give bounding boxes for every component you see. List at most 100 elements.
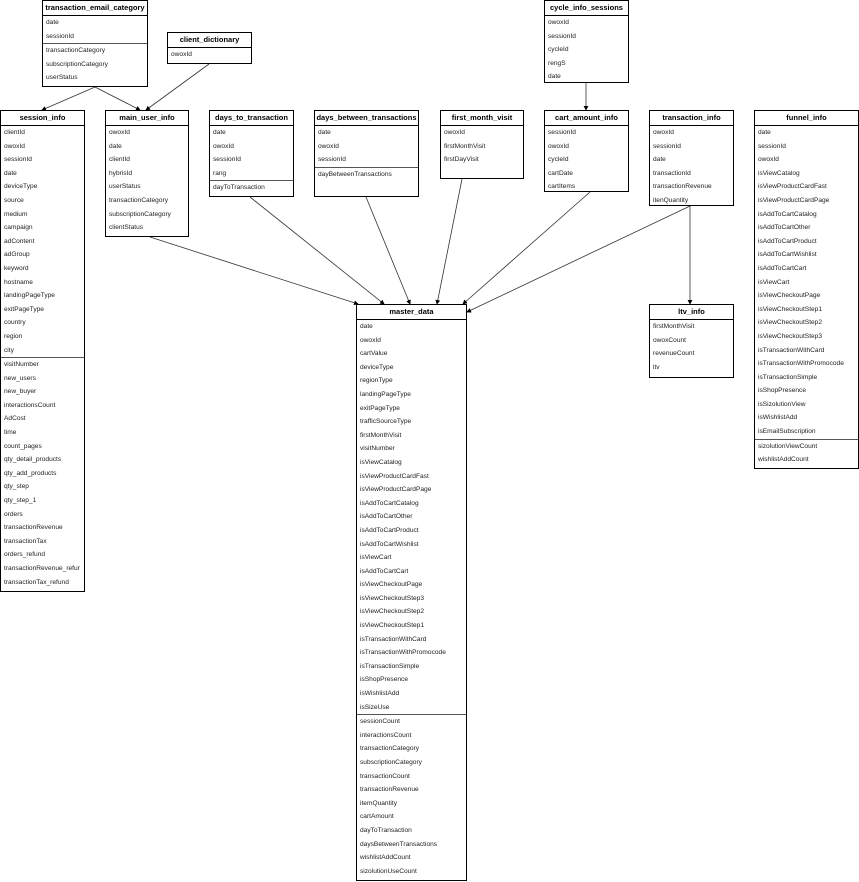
table-field: isViewCheckoutStep2 <box>758 319 823 327</box>
table-field: isViewProductCardFast <box>360 472 429 480</box>
table-field: transactionTax_refund <box>4 578 69 586</box>
table-field: hostname <box>4 278 33 286</box>
table-field: owoxId <box>548 142 569 150</box>
table-title: funnel_info <box>755 111 858 126</box>
table-field: sessionId <box>318 156 346 164</box>
table-field: isTransactionWithCard <box>758 346 825 354</box>
table-field: transactionRevenue_refur <box>4 565 80 572</box>
table-field: isTransactionSimple <box>360 662 420 670</box>
table-field: exitPageType <box>360 404 400 412</box>
table-field: isViewCheckoutStep3 <box>758 332 823 340</box>
table-title: days_to_transaction <box>210 111 293 126</box>
table-field: new_users <box>4 374 36 382</box>
table-field: transactionCategory <box>360 745 420 753</box>
table-field: daysBetweenTransactions <box>360 840 438 848</box>
table-field: isAddToCartProduct <box>360 526 419 534</box>
table-field: transactionCategory <box>46 47 106 55</box>
table-field: owoxId <box>653 129 674 136</box>
table-field: itenQuantity <box>653 196 689 204</box>
field-group: date sessionId <box>43 16 147 45</box>
table-field: date <box>213 129 226 136</box>
table-field: date <box>4 169 17 177</box>
table-field: cartAmount <box>360 813 394 821</box>
table-field: isViewCheckoutStep2 <box>360 608 425 616</box>
relation-arrow-first_month_visit-to-master_data <box>435 178 463 305</box>
table-field: date <box>758 129 771 136</box>
table-field: clientStatus <box>109 224 144 232</box>
table-field: subscriptionCategory <box>360 759 422 766</box>
table-field: regionType <box>360 377 393 385</box>
table-field: sizolutionUseCount <box>360 867 417 875</box>
table-field: owoxId <box>109 129 130 136</box>
table-field: rang <box>213 169 227 177</box>
relation-arrow-transaction_email_category-to-session_info <box>41 86 96 111</box>
table-field: dayToTransaction <box>360 826 412 834</box>
table-field: qty_detail_products <box>4 456 62 464</box>
table-field: isEmailSubscription <box>758 428 816 436</box>
table-field: date <box>548 73 561 81</box>
table-field: isAddToCartCatalog <box>758 210 817 218</box>
table-title: first_month_visit <box>441 111 523 126</box>
table-title: transaction_email_category <box>43 1 147 16</box>
relation-arrow-days_to_transaction-to-master_data <box>249 196 385 305</box>
field-group: sessionCount interactionsCount transaction… <box>357 715 466 878</box>
table-field: userStatus <box>46 74 78 82</box>
table-field: isWishlistAdd <box>758 414 798 422</box>
relation-arrow-days_between_transactions-to-master_data <box>365 196 411 305</box>
table-field: isAddToCartOther <box>758 224 811 232</box>
table-field: owoxId <box>548 19 569 26</box>
table-field: date <box>46 19 59 26</box>
table-field: sessionCount <box>360 718 400 726</box>
table-field: sessionId <box>548 129 576 136</box>
table-field: userStatus <box>109 183 141 191</box>
table-field: isAddToCartCart <box>758 264 807 272</box>
table-field: isAddToCartWishlist <box>360 540 419 548</box>
table-field: wishlistAddCount <box>758 456 809 464</box>
table-field: landingPageType <box>360 390 411 398</box>
table-field: owoxCount <box>653 336 686 344</box>
table-field: qty_step_1 <box>4 497 37 505</box>
table-field: campaign <box>4 224 33 232</box>
table-field: owoxId <box>213 142 234 150</box>
table-field: cartDate <box>548 169 573 177</box>
table-title: cart_amount_info <box>545 111 628 126</box>
table-field: sessionId <box>46 32 74 40</box>
table-field: adGroup <box>4 251 30 259</box>
table-field: new_buyer <box>4 388 37 396</box>
table-title: cycle_info_sessions <box>545 1 628 16</box>
table-field: cartValue <box>360 350 388 358</box>
table-field: transactionRevenue <box>4 524 63 532</box>
field-group: dayBetweenTransactions <box>315 168 418 182</box>
table-field: country <box>4 319 26 327</box>
table-field: firstMonthVisit <box>444 142 486 150</box>
field-group: owoxId <box>168 48 251 62</box>
table-field: orders_refund <box>4 551 46 559</box>
table-field: sessionId <box>4 156 32 164</box>
table-field: sessionId <box>653 142 681 150</box>
table-field: transactionRevenue <box>653 183 712 191</box>
table-field: exitPageType <box>4 305 44 313</box>
table-field: interactionsCount <box>360 731 412 739</box>
table-field: firstMonthVisit <box>653 323 695 330</box>
